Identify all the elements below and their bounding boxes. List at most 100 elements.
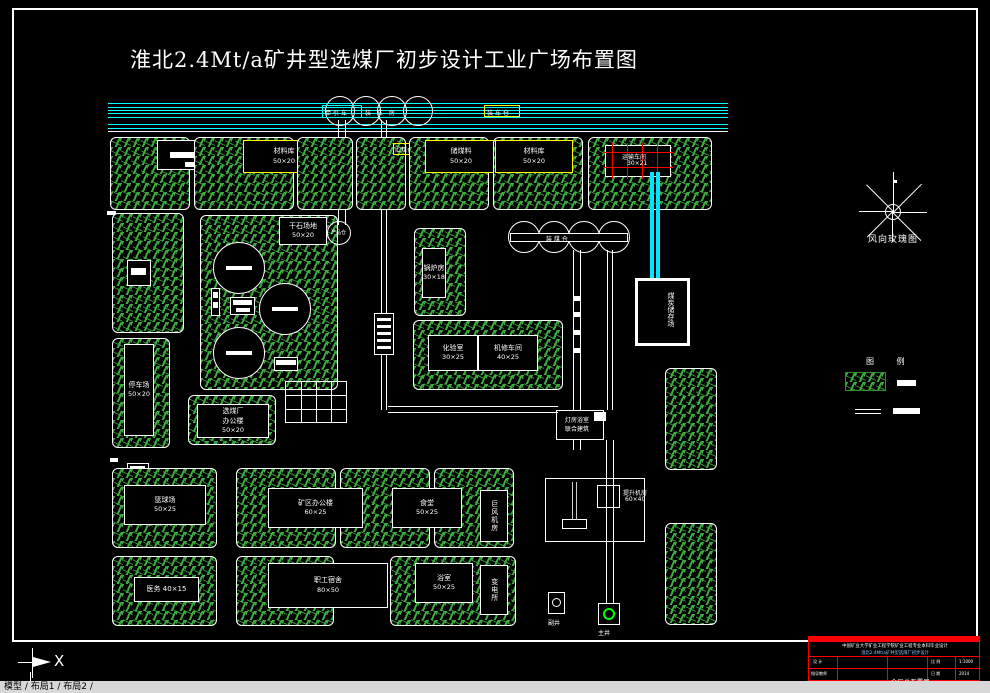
building-hoist-house [545,478,645,542]
building-boiler-house: 锅炉房 30×18 [422,248,446,298]
building-canteen: 食堂 50×25 [392,488,462,528]
building-dim: 60×25 [304,508,327,517]
layout-tabs-text[interactable]: 模型 / 布局1 / 布局2 / [4,682,93,692]
building-dim: 50×20 [292,231,314,240]
site-plot [665,523,717,625]
building-coal-material-store: 储煤料 50×20 [425,140,497,173]
building-fan-house: 巨风机房 [480,490,508,542]
legend-road-caption [893,408,920,414]
building-staff-dormitory: 职工宿舍 80×50 [268,563,388,608]
wind-rose-north-marker [894,180,897,183]
building-label: 储煤料 [450,147,472,156]
building-laboratory: 化验室 30×25 [428,335,478,371]
belt-conveyor [656,172,660,302]
title-block-org: 中国矿业大学矿业工程学院矿业工程专业本科毕业设计 [842,644,948,649]
coal-prep-core-grid [285,381,347,423]
rail-label: 装 车 房 [365,110,397,117]
building-label: 材料库 [273,147,295,156]
thickener-tank-3 [213,327,265,379]
building-bathhouse: 浴室 50×25 [415,563,473,603]
loading-silo-circle [403,96,433,126]
thickener-tank-1 [213,242,265,294]
building-label: 提升机房 [623,490,648,497]
rail-label: 装车仓 [487,110,512,117]
building-label: 副井 [548,620,561,627]
title-block-right-label: 日 期 [931,671,941,676]
ucs-axis-icon: X [18,648,78,684]
building-label: 篮球场 [154,495,176,504]
rail-label: 牵引车 [325,110,350,117]
building-dim: 50×20 [128,390,150,399]
storage-label: 贮煤仓 [395,147,414,154]
auxiliary-shaft-circle [552,598,561,607]
silo-band [510,233,628,242]
building-dim: 30×18 [423,273,445,282]
building-label: 锅炉房 [423,263,445,272]
site-plot [297,137,353,210]
building-transport-workshop [605,145,671,177]
building-label: 食堂 [420,498,434,507]
marker-block [110,458,118,462]
hoist-machine [597,485,620,508]
building-parking-lot: 停车场 50×20 [124,344,154,436]
building-dim: 60×40 [625,496,646,503]
building-label: 医务 40×15 [146,584,187,593]
building-label: 矿区办公楼 [298,498,333,507]
building-dim: 50×20 [523,156,545,165]
building-substation: 变电所 [480,565,508,615]
building-label: 停车场 [128,380,150,389]
building-dim: 30×21 [627,160,648,167]
building-label: 主井 [598,630,611,637]
rail-label-box-yellow [484,105,520,117]
gate-building-fill [170,152,210,158]
building-label: 巨风机房 [490,500,499,532]
thickener-tank-2 [259,283,311,335]
building-label: 干石场地 [289,221,317,230]
building-dim: 50×25 [433,583,455,592]
wind-rose-diagram [838,172,948,252]
title-block-project: 淮北2.4Mt/a矿井型选煤厂初步设计 [861,651,929,656]
site-plot [356,137,406,210]
silo-row-label: 装 煤 仓 [546,236,568,243]
title-block-right-value: 2014 [959,671,970,676]
wind-rose-label: 风向玫瑰图 [867,235,918,245]
drawing-title: 淮北2.4Mt/a矿井型选煤厂初步设计工业广场布置图 [130,48,638,72]
marker-block [107,211,116,215]
legend-title: 图 例 [866,357,915,366]
building-label: 职工宿舍 [314,576,342,585]
building-dim: 50×20 [222,426,244,435]
building-dim: 50×20 [273,156,295,165]
layout-tabbar[interactable]: 模型 / 布局1 / 布局2 / [0,681,990,693]
title-block-topbar [809,637,979,642]
building-coal-storage-yard [635,278,690,346]
building-label: 灯房浴室 [565,417,590,424]
silo-label: 产品仓 [331,230,347,236]
drawing-sheet-border [12,8,978,642]
building-label: 浴室 [437,573,451,582]
building-dim: 50×25 [416,508,438,517]
site-plot [665,368,717,470]
building-label: 选煤厂 办公楼 [222,407,244,425]
building-label: 化验室 [442,343,464,352]
title-block-row-label: 指导教师 [811,671,827,676]
building-label: 煤炭储存场 [667,292,675,327]
title-block-right-value: 1:1000 [959,659,974,664]
hoist-base [562,519,587,529]
main-shaft-circle [603,608,615,620]
tabbar-cursor-mark [30,672,31,684]
building-dim: 联合建筑 [565,426,590,433]
wind-rose-center [885,204,901,220]
building-label: 机修车间 [494,343,522,352]
building-dim: 80×50 [317,585,339,594]
building-dim: 40×25 [497,353,519,362]
building-clinic: 医务 40×15 [134,577,199,602]
legend-green-plot-swatch [845,372,886,391]
building-dim: 50×20 [450,156,472,165]
building-machine-repair-workshop: 机修车间 40×25 [478,335,538,371]
building-dim: 30×25 [442,353,464,362]
building-label: 材料库 [523,147,545,156]
building-mine-office-building: 矿区办公楼 60×25 [268,488,363,528]
title-block-right-label: 比 例 [931,659,941,664]
rail-label-box [322,105,362,118]
